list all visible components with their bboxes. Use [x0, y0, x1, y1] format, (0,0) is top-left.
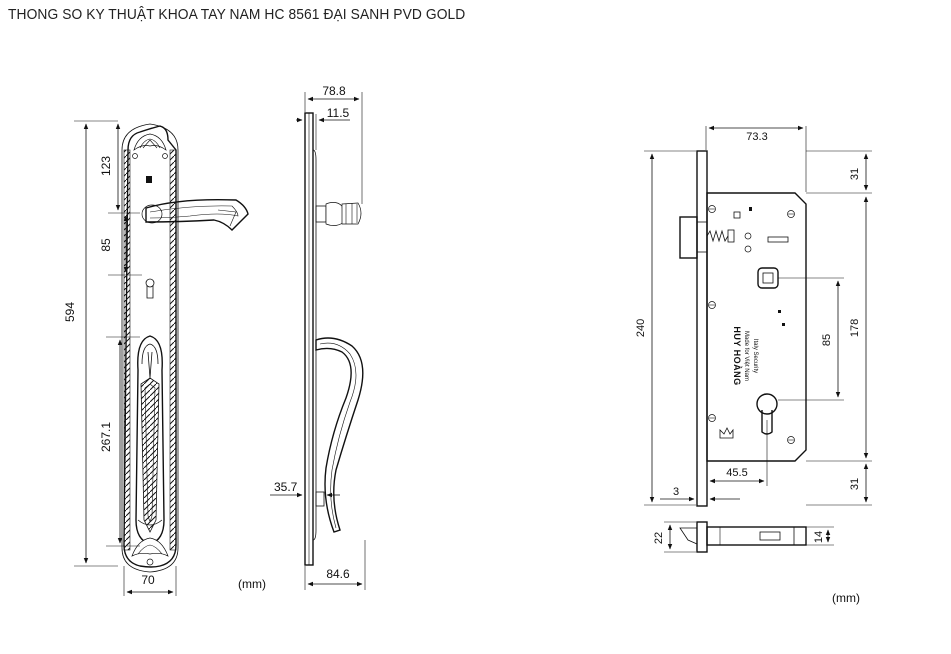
dim-backset: 45.5	[726, 467, 747, 479]
mortise-faceplate	[696, 150, 708, 507]
dim-pull-handle-length: 267.1	[99, 422, 113, 452]
svg-text:Italy Security: Italy Security	[752, 339, 758, 373]
top-ornament	[132, 133, 168, 159]
dim-faceplate: 3	[673, 486, 679, 498]
dim-lever-projection: 78.8	[322, 84, 346, 98]
dim-plate-width: 70	[141, 573, 155, 587]
dim-top-to-handle: 123	[99, 156, 113, 176]
dim-backset-top: 73.3	[746, 131, 767, 143]
rope-border-right	[169, 149, 177, 551]
mortise-case	[706, 192, 807, 462]
dim-overall-height: 594	[63, 302, 77, 322]
cylinder-hole-icon	[756, 393, 778, 436]
side-view: 78.8 11.5 35.7 84.6	[270, 84, 366, 590]
privacy-turn-icon	[146, 176, 152, 183]
dim-top-margin: 31	[849, 168, 861, 180]
svg-text:Made for Việt Nam: Made for Việt Nam	[743, 331, 749, 381]
unit-label-front: (mm)	[238, 577, 266, 591]
unit-label-mortise: (mm)	[832, 591, 860, 605]
dim-handle-to-key: 85	[99, 238, 113, 252]
dim-plate-thickness: 11.5	[327, 106, 350, 120]
mortise-bottom-view: 22 14 (mm)	[653, 521, 860, 605]
rope-border-left	[123, 149, 131, 551]
dim-latch-width: 22	[653, 532, 665, 544]
brand-engraving: HUY HOÀNG Made for Việt Nam Italy Securi…	[732, 326, 758, 385]
screw-icons	[708, 205, 795, 444]
dim-handle-projection: 84.6	[326, 567, 350, 581]
dim-latch-height: 14	[813, 531, 825, 543]
lever-handle	[141, 198, 249, 231]
pull-handle	[135, 335, 165, 545]
pull-handle-side	[315, 337, 364, 533]
svg-text:HUY HOÀNG: HUY HOÀNG	[732, 326, 742, 385]
front-view: 594 123 85 267.1 70 (mm)	[63, 120, 266, 596]
dim-case-height: 178	[849, 319, 861, 337]
dim-bottom-margin: 31	[849, 478, 861, 490]
spindle-hole-icon	[757, 267, 779, 289]
lever-side	[315, 202, 362, 226]
dim-total-height: 240	[635, 319, 647, 337]
keyhole-icon	[145, 278, 155, 299]
dim-center-distance: 85	[821, 334, 833, 346]
page-title: THONG SO KY THUẬT KHOA TAY NAM HC 8561 Đ…	[8, 6, 466, 23]
bottom-ornament	[131, 537, 169, 566]
dim-handle-base: 35.7	[274, 480, 298, 494]
mortise-lock-view: HUY HOÀNG Made for Việt Nam Italy Securi…	[635, 125, 872, 507]
